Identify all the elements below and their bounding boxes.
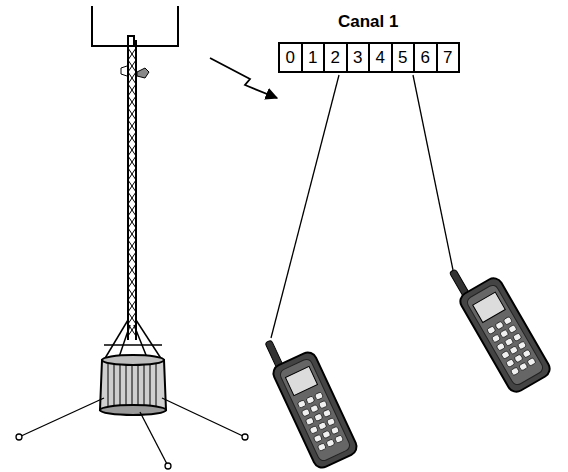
- time-slot-box: 3: [346, 42, 371, 73]
- slot-number: 1: [308, 49, 317, 66]
- time-slot-box: 6: [413, 42, 438, 73]
- slot-leader-line: [271, 75, 339, 338]
- slot-number: 7: [443, 49, 452, 66]
- slot-number: 3: [353, 49, 362, 66]
- slot-number: 4: [376, 49, 385, 66]
- tower-mast: [121, 40, 149, 340]
- time-slot-box: 1: [301, 42, 326, 73]
- time-slot-box: 5: [391, 42, 416, 73]
- time-slot-box: 4: [368, 42, 393, 73]
- radio-link-arrow: [210, 58, 277, 98]
- channel-label: Canal 1: [338, 12, 398, 32]
- slot-number: 5: [398, 49, 407, 66]
- slot-number: 0: [286, 49, 295, 66]
- mobile-phone: [444, 252, 553, 395]
- time-slot-box: 7: [436, 42, 461, 73]
- guy-wires: [16, 398, 248, 469]
- time-slot-box: 2: [323, 42, 348, 73]
- equipment-housing: [100, 355, 166, 415]
- slot-number: 2: [331, 49, 340, 66]
- time-slot-box: 0: [278, 42, 303, 73]
- slot-number: 6: [421, 49, 430, 66]
- slot-leader-line: [413, 75, 453, 270]
- mobile-phone: [260, 326, 360, 471]
